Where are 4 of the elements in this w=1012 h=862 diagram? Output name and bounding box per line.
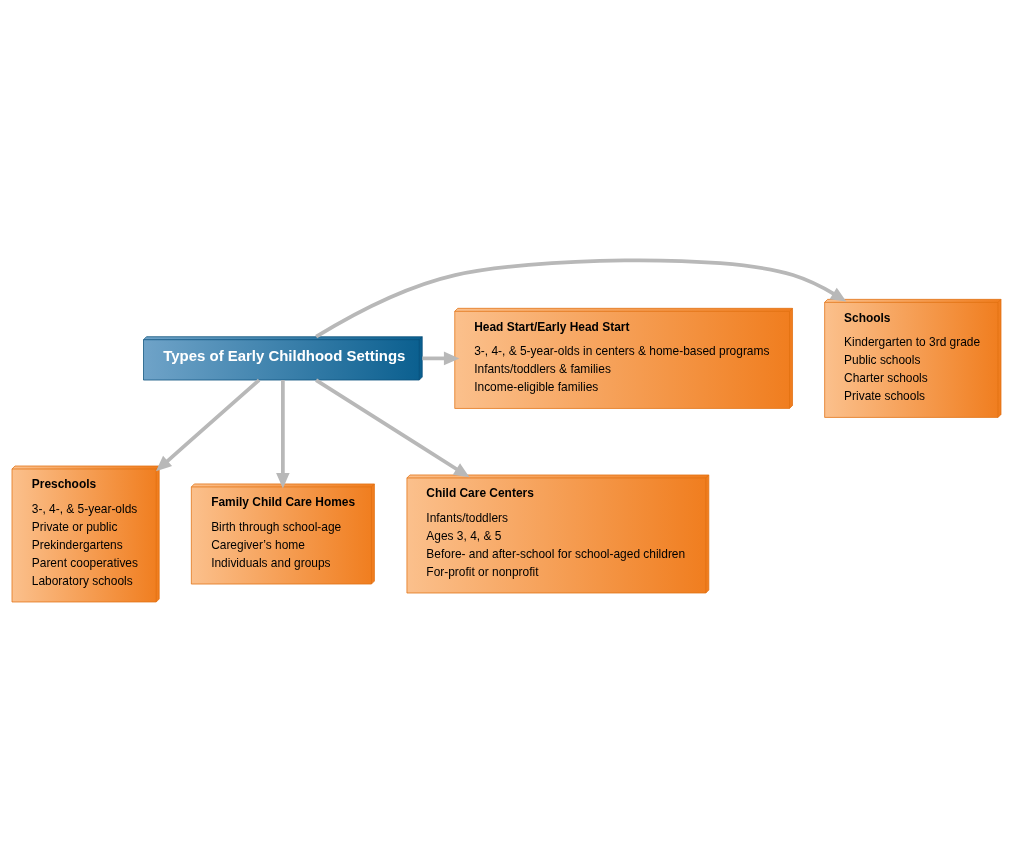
- arrow: [421, 351, 459, 366]
- arrow: [275, 380, 290, 489]
- arrow: [314, 258, 846, 339]
- arrow: [314, 378, 470, 478]
